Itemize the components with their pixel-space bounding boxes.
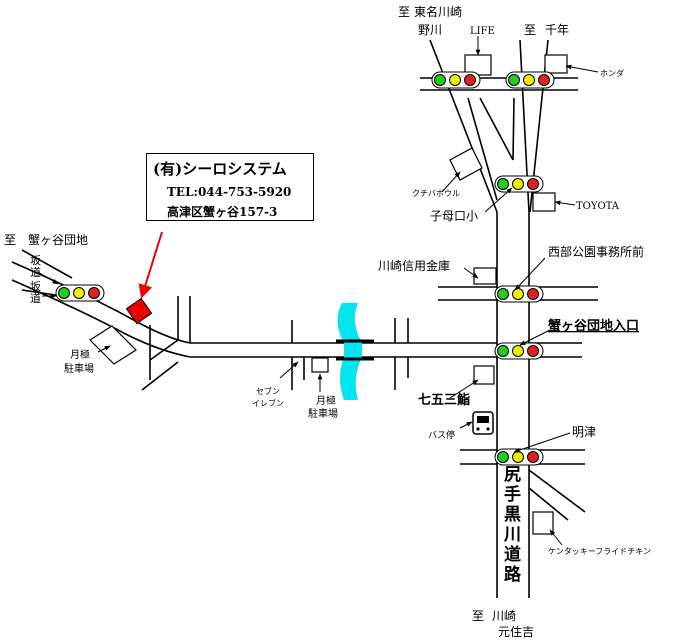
label-komaguchi: 子母口小 xyxy=(430,209,478,223)
label-shinkin: 川崎信用金庫 xyxy=(378,258,450,273)
label-shichigosan: 七五三鮨 xyxy=(418,392,470,408)
main-road-char-6: 路 xyxy=(504,564,522,585)
label-parking-mid-b: 駐車場 xyxy=(308,407,338,420)
main-road-char-2: 手 xyxy=(504,484,521,505)
label-kanigaya-entrance: 蟹ヶ谷団地入口 xyxy=(547,318,639,334)
honda-store xyxy=(544,54,568,74)
label-slope2-a: 坂 xyxy=(30,280,41,293)
signal-top-right xyxy=(505,71,555,89)
signal-kanigaya-entrance xyxy=(494,342,544,360)
signal-seibu xyxy=(494,285,544,303)
company-tel: TEL:044-753-5920 xyxy=(167,185,292,199)
main-road-char-4: 川 xyxy=(503,525,521,545)
shinkin-building xyxy=(473,267,497,285)
dest-top-right-prefix: 至 xyxy=(524,23,536,37)
label-parking-left-b: 駐車場 xyxy=(64,362,94,375)
signal-top-left xyxy=(431,71,481,89)
company-address: 高津区蟹ヶ谷157-3 xyxy=(167,205,278,219)
signal-left xyxy=(55,284,105,302)
main-road-name: 尻 手 黒 川 道 路 xyxy=(503,465,522,585)
label-slope1-a: 坂 xyxy=(30,254,41,267)
dest-top-right-name: 千年 xyxy=(545,23,569,37)
dest-top-left-prefix: 至 xyxy=(398,5,410,19)
label-parking-mid-a: 月極 xyxy=(316,394,336,407)
label-kfc: ケンタッキーフライドチキン xyxy=(548,547,651,556)
parking-mid-lot xyxy=(311,357,329,373)
label-parking-left-a: 月極 xyxy=(70,348,90,361)
dest-top-left-sub: 野川 xyxy=(418,23,442,37)
company-info-box: (有)シーロシステム TEL:044-753-5920 高津区蟹ヶ谷157-3 xyxy=(146,153,314,221)
dest-bottom-name: 川崎 xyxy=(492,609,516,623)
label-slope2-b: 道 xyxy=(30,291,41,305)
kfc-building xyxy=(532,511,554,535)
leader-lines xyxy=(37,36,599,546)
main-road-char-3: 黒 xyxy=(504,505,521,525)
parking-left-lot xyxy=(89,325,137,365)
toyota-store xyxy=(532,192,556,212)
signal-komaguchi xyxy=(494,175,544,193)
river xyxy=(337,303,362,400)
road-network xyxy=(11,39,598,598)
label-slope1-b: 道 xyxy=(30,265,41,279)
company-location-marker xyxy=(125,297,153,325)
dest-bottom-prefix: 至 xyxy=(472,609,484,623)
label-life: LIFE xyxy=(470,26,495,37)
bridge xyxy=(336,339,374,361)
main-road-char-5: 道 xyxy=(504,544,521,565)
map-labels: 至 東名川崎 野川 至 千年 LIFE ホンダ クチバボウル TOYOTA 子母… xyxy=(4,4,651,639)
dest-top-left-name: 東名川崎 xyxy=(414,4,462,19)
label-honda: ホンダ xyxy=(600,68,624,78)
traffic-signals xyxy=(55,71,555,466)
main-road-char-1: 尻 xyxy=(504,465,521,485)
label-bus-stop: バス停 xyxy=(428,429,455,441)
label-seibu: 西部公園事務所前 xyxy=(548,244,644,259)
label-toyota: TOYOTA xyxy=(576,201,620,212)
signal-meitsu xyxy=(494,448,544,466)
label-seven-eleven-b: イレブン xyxy=(252,398,284,408)
company-name: (有)シーロシステム xyxy=(153,160,287,178)
dest-left: 至 蟹ヶ谷団地 xyxy=(4,232,88,247)
label-meitsu: 明津 xyxy=(572,425,596,439)
label-kuchiba: クチバボウル xyxy=(412,189,460,198)
bus-stop-icon xyxy=(472,411,494,435)
shichigosan-building xyxy=(473,365,495,385)
dest-bottom-sub: 元住吉 xyxy=(498,625,534,639)
label-seven-eleven-a: セブン xyxy=(256,386,280,396)
company-pointer-arrow xyxy=(138,231,163,299)
kuchiba-bowl-building xyxy=(449,147,483,181)
